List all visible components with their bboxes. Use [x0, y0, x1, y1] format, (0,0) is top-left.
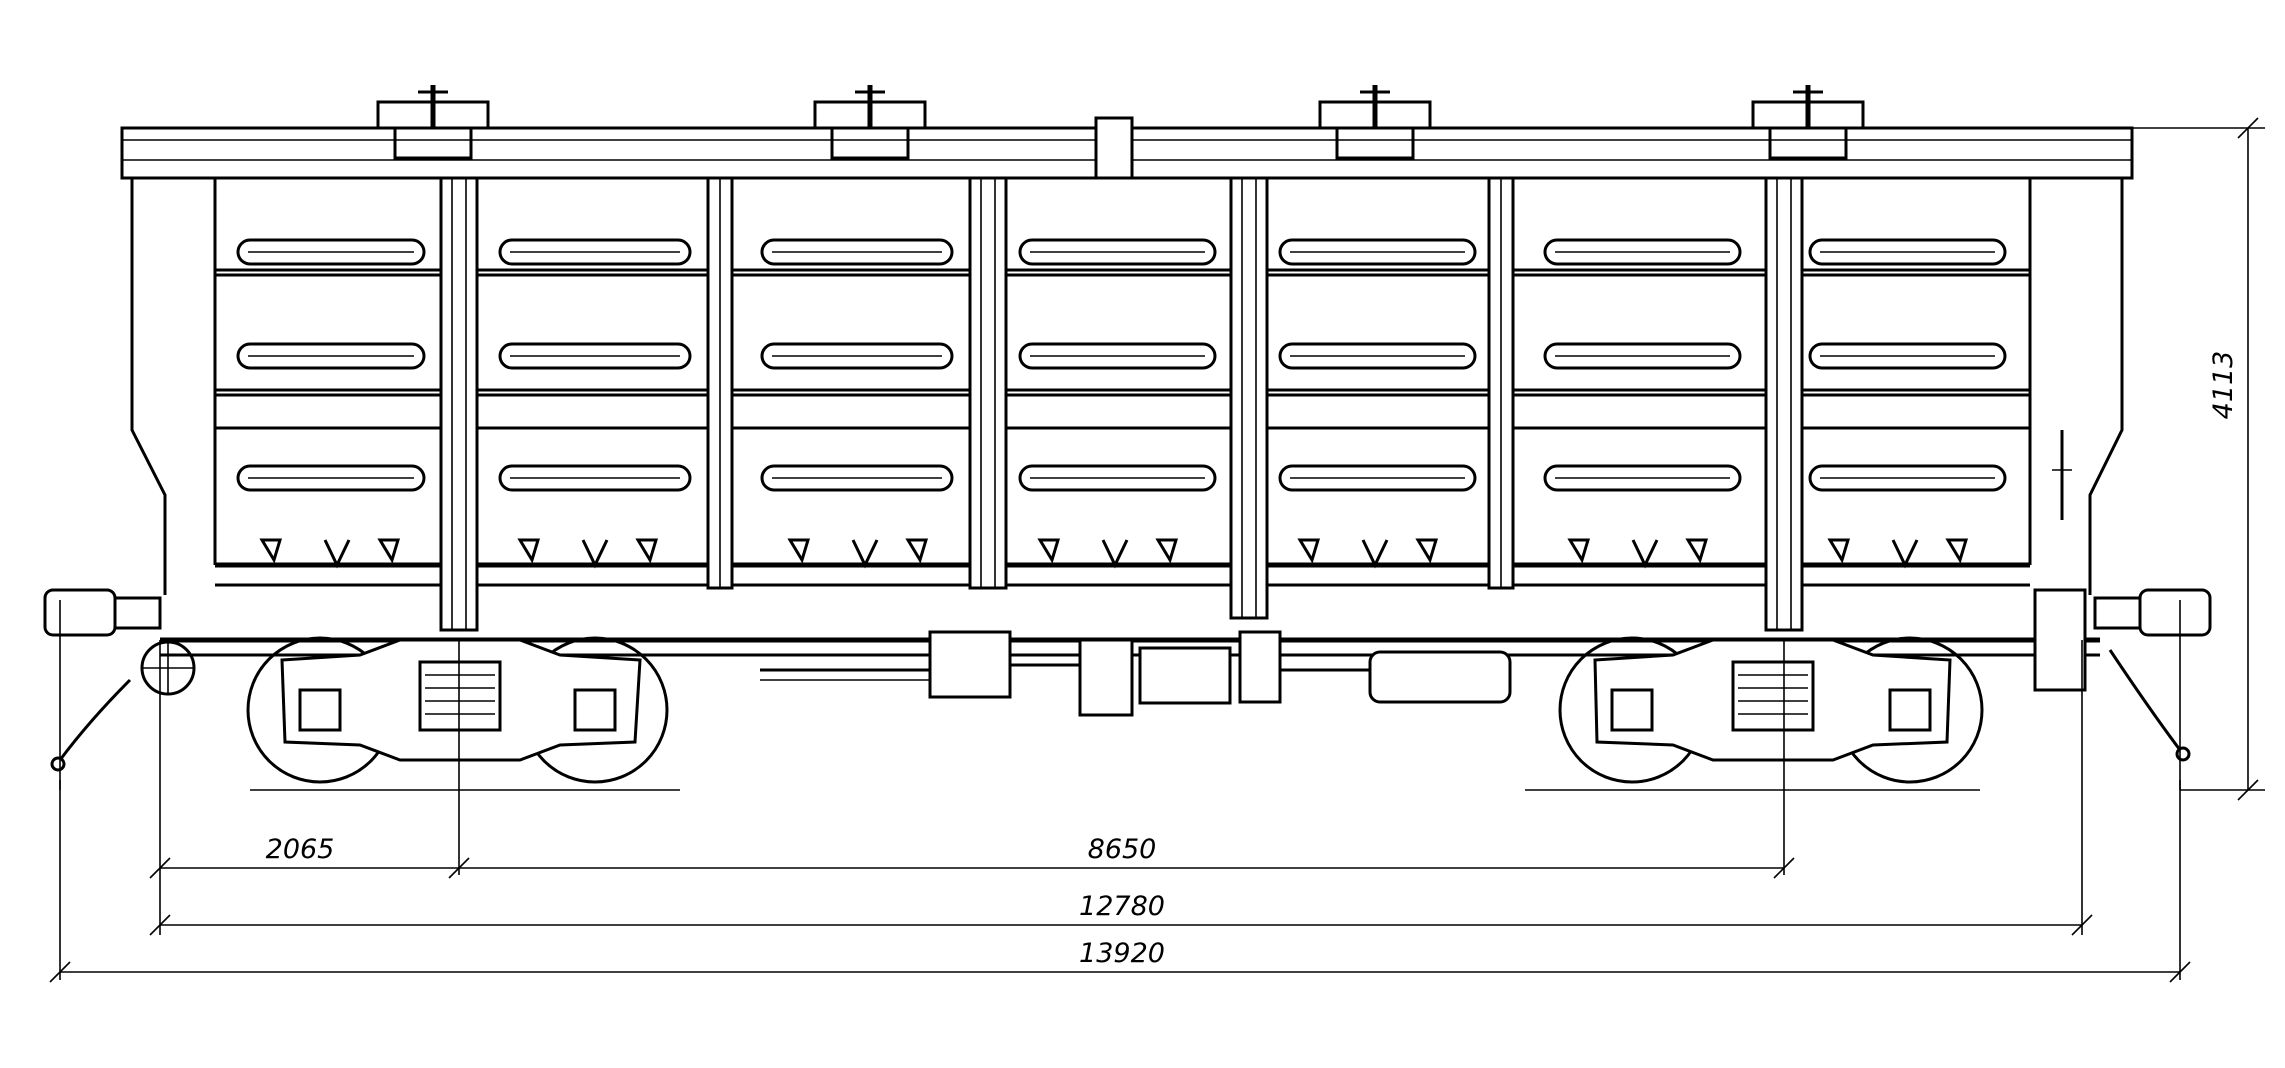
- dim-overall-length: 13920: [1079, 938, 1165, 969]
- dim-height: 4113: [2208, 351, 2239, 420]
- car-body: [130, 178, 2124, 595]
- side-posts: [439, 176, 1804, 632]
- roof-hatch-2: [813, 85, 927, 160]
- roof-hatch-3: [1318, 85, 1432, 160]
- roof-hatch-4: [1751, 85, 1865, 160]
- dim-coupling-length: 12780: [1079, 891, 1165, 922]
- roof-hatch-1: [376, 85, 490, 160]
- panel-ribs: [236, 238, 2007, 492]
- right-bogie: [1525, 636, 1984, 791]
- dimension-lines: [49, 117, 2265, 983]
- dim-bogie-centers: 8650: [1088, 834, 1157, 865]
- left-bogie: [246, 636, 680, 791]
- panel-rib-centerlines: [248, 251, 1995, 479]
- right-coupler: [2033, 588, 2212, 790]
- left-coupler: [43, 588, 196, 790]
- dim-bogie-offset: 2065: [266, 834, 335, 865]
- discharge-latches: [259, 538, 1969, 569]
